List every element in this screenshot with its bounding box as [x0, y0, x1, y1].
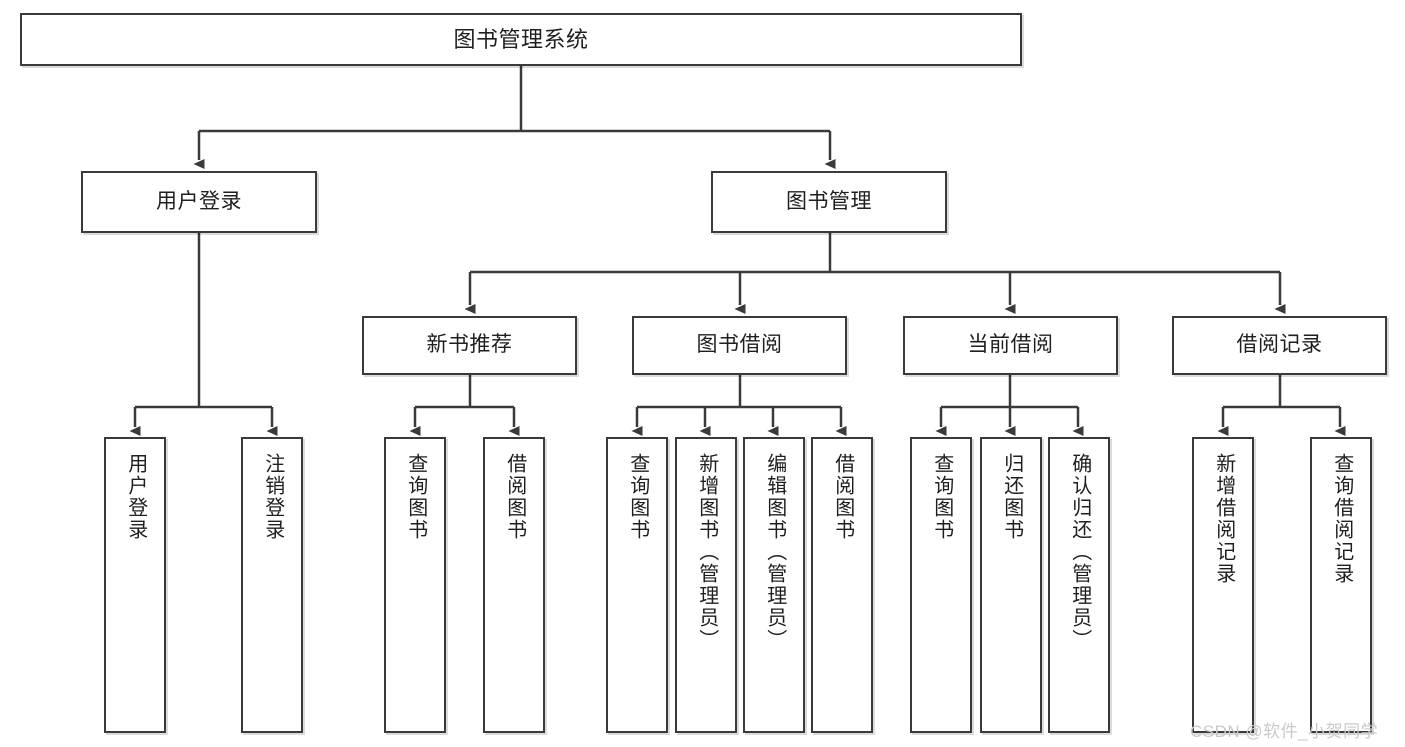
leaf-logout[interactable]: 注销登录 — [241, 437, 303, 733]
node-label: 图书管理 — [786, 189, 872, 213]
node-label: 查询图书 — [404, 453, 427, 541]
node-label: 图书管理系统 — [453, 26, 589, 52]
node-label: 新增借阅记录 — [1212, 453, 1235, 585]
leaf-borrow-book[interactable]: 借阅图书 — [811, 437, 873, 733]
node-label: 借阅记录 — [1236, 333, 1323, 357]
node-new-book-recommend[interactable]: 新书推荐 — [362, 316, 577, 375]
node-book-borrow[interactable]: 图书借阅 — [632, 316, 847, 375]
node-current-borrow[interactable]: 当前借阅 — [903, 316, 1118, 375]
node-label: 当前借阅 — [967, 333, 1054, 357]
node-label: 用户登录 — [124, 453, 147, 541]
node-label: 查询借阅记录 — [1330, 453, 1353, 585]
leaf-add-borrow-record[interactable]: 新增借阅记录 — [1192, 437, 1254, 733]
leaf-query-book-current[interactable]: 查询图书 — [910, 437, 972, 733]
leaf-confirm-return-admin[interactable]: 确认归还（管理员） — [1048, 437, 1110, 733]
node-label: 用户登录 — [156, 189, 242, 213]
node-label: 查询图书 — [930, 453, 953, 541]
node-label: 新增图书（管理员） — [695, 453, 718, 651]
leaf-edit-book-admin[interactable]: 编辑图书（管理员） — [743, 437, 805, 733]
leaf-user-login[interactable]: 用户登录 — [104, 437, 166, 733]
leaf-query-borrow-record[interactable]: 查询借阅记录 — [1310, 437, 1372, 733]
node-borrow-record[interactable]: 借阅记录 — [1172, 316, 1387, 375]
watermark: CSDN @软件_小贺同学 — [1190, 722, 1379, 741]
leaf-add-book-admin[interactable]: 新增图书（管理员） — [675, 437, 737, 733]
leaf-query-book-borrow[interactable]: 查询图书 — [606, 437, 668, 733]
node-label: 借阅图书 — [503, 453, 526, 541]
leaf-borrow-book-new-recommend[interactable]: 借阅图书 — [483, 437, 545, 733]
node-label: 新书推荐 — [426, 333, 513, 357]
node-label: 查询图书 — [626, 453, 649, 541]
node-label: 归还图书 — [1000, 453, 1023, 541]
node-user-login[interactable]: 用户登录 — [81, 171, 317, 233]
node-label: 借阅图书 — [831, 453, 854, 541]
node-label: 图书借阅 — [696, 333, 783, 357]
node-label: 编辑图书（管理员） — [763, 453, 786, 651]
node-book-management[interactable]: 图书管理 — [711, 171, 947, 233]
leaf-query-book-new-recommend[interactable]: 查询图书 — [384, 437, 446, 733]
node-root-book-management-system[interactable]: 图书管理系统 — [20, 13, 1022, 66]
node-label: 确认归还（管理员） — [1068, 453, 1091, 651]
node-label: 注销登录 — [261, 453, 284, 541]
leaf-return-book[interactable]: 归还图书 — [980, 437, 1042, 733]
